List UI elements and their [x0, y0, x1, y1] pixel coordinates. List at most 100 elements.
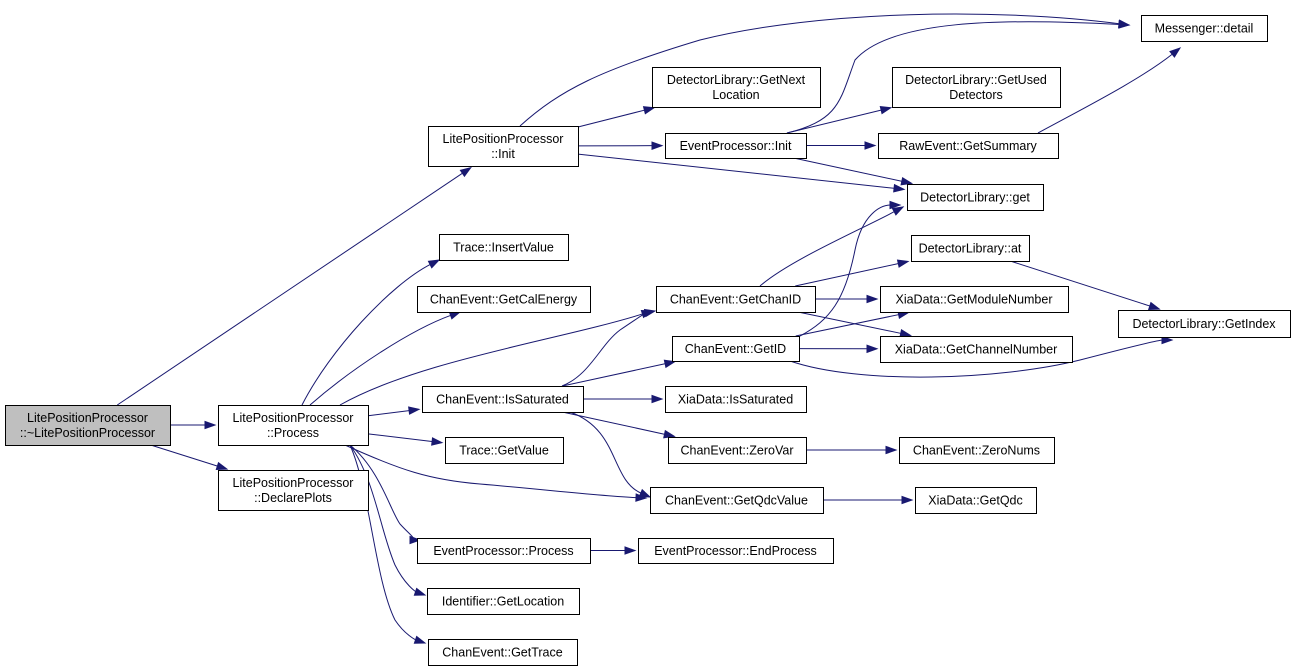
node-box — [915, 487, 1037, 514]
node-label-line: XiaData::IsSaturated — [678, 393, 793, 407]
node-dl_get[interactable]: DetectorLibrary::get — [907, 184, 1044, 211]
edge-arrowhead — [899, 329, 912, 338]
edge-arrowhead — [866, 344, 879, 354]
node-box — [1141, 15, 1268, 42]
edge-arrowhead — [408, 406, 421, 415]
edge-root-to-lpp_process — [170, 420, 217, 430]
node-ep_process[interactable]: EventProcessor::Process — [417, 538, 591, 564]
edge-line — [786, 21, 1121, 134]
node-label-line: ChanEvent::GetCalEnergy — [430, 293, 578, 307]
node-ep_init[interactable]: EventProcessor::Init — [665, 133, 807, 159]
edge-arrowhead — [651, 394, 664, 404]
node-ce_zerovar[interactable]: ChanEvent::ZeroVar — [668, 437, 807, 464]
node-box — [1118, 310, 1291, 338]
node-box — [907, 184, 1044, 211]
node-label-line: ChanEvent::GetID — [685, 342, 786, 356]
edge-root-to-lpp_declare — [150, 444, 229, 471]
edge-line — [367, 433, 434, 443]
edge-arrowhead — [1118, 20, 1131, 29]
node-tr_insert[interactable]: Trace::InsertValue — [439, 234, 569, 261]
edge-arrowhead — [638, 488, 652, 498]
edge-line — [795, 313, 900, 337]
node-label-line: ChanEvent::GetChanID — [670, 293, 801, 307]
edge-line — [786, 109, 883, 134]
node-xia_qdc[interactable]: XiaData::GetQdc — [915, 487, 1037, 514]
node-ce_zeronums[interactable]: ChanEvent::ZeroNums — [899, 437, 1055, 464]
edge-arrowhead — [204, 420, 217, 430]
edge-lpp_process-to-tr_getvalue — [367, 433, 444, 446]
edge-line — [799, 204, 892, 337]
edge-ce_chanid-to-dl_get — [759, 206, 905, 287]
edge-arrowhead — [866, 294, 879, 304]
node-ce_qdc[interactable]: ChanEvent::GetQdcValue — [650, 487, 824, 514]
edge-ce_issat-to-ce_chanid — [561, 308, 657, 387]
node-box — [668, 437, 807, 464]
node-ce_chanid[interactable]: ChanEvent::GetChanID — [656, 286, 816, 313]
node-ce_getid[interactable]: ChanEvent::GetID — [672, 336, 800, 362]
node-label-line: Detectors — [949, 88, 1003, 102]
node-id_location[interactable]: Identifier::GetLocation — [427, 588, 580, 615]
node-label-line: ::Process — [267, 426, 319, 440]
node-ce_trace[interactable]: ChanEvent::GetTrace — [428, 639, 578, 666]
edge-line — [795, 262, 900, 287]
node-label-line: DetectorLibrary::GetIndex — [1132, 317, 1276, 331]
node-ce_issat[interactable]: ChanEvent::IsSaturated — [422, 386, 584, 413]
node-xia_module[interactable]: XiaData::GetModuleNumber — [880, 286, 1069, 313]
node-label-line: ::DeclarePlots — [254, 491, 332, 505]
node-msg_detail[interactable]: Messenger::detail — [1141, 15, 1268, 42]
node-box — [417, 538, 591, 564]
node-label-line: XiaData::GetModuleNumber — [895, 293, 1052, 307]
node-label-line: ::Init — [491, 147, 515, 161]
node-box — [911, 235, 1030, 262]
edge-lpp_process-to-ce_issat — [367, 406, 421, 417]
node-label-line: Trace::InsertValue — [453, 241, 554, 255]
node-box — [218, 405, 369, 446]
node-xia_issat[interactable]: XiaData::IsSaturated — [665, 386, 807, 413]
edge-ce_getid-to-dl_get — [799, 200, 902, 337]
node-tr_getvalue[interactable]: Trace::GetValue — [445, 437, 564, 464]
node-ce_calenergy[interactable]: ChanEvent::GetCalEnergy — [417, 286, 591, 313]
edge-ce_chanid-to-xia_channel — [797, 311, 912, 338]
node-label-line: Trace::GetValue — [459, 444, 549, 458]
edge-line — [561, 312, 647, 387]
edge-line — [759, 210, 896, 287]
node-label-line: DetectorLibrary::GetUsed — [905, 73, 1047, 87]
node-label-line: XiaData::GetChannelNumber — [895, 343, 1058, 357]
edge-ce_qdc-to-xia_qdc — [823, 495, 914, 505]
node-label-line: LitePositionProcessor — [233, 411, 354, 425]
edge-ep_process-to-ep_end — [590, 546, 637, 555]
edge-lpp_init-to-dl_getnext — [577, 106, 656, 128]
node-box — [878, 133, 1059, 159]
node-label-line: LitePositionProcessor — [27, 411, 148, 425]
node-box — [428, 639, 578, 666]
node-ep_end[interactable]: EventProcessor::EndProcess — [638, 538, 834, 564]
node-raw_summary[interactable]: RawEvent::GetSummary — [878, 133, 1059, 159]
node-dl_getindex[interactable]: DetectorLibrary::GetIndex — [1118, 310, 1291, 338]
edge-arrowhead — [431, 437, 444, 446]
node-label-line: ChanEvent::IsSaturated — [436, 393, 569, 407]
node-box — [899, 437, 1055, 464]
edge-raw_summary-to-msg_detail — [1037, 47, 1182, 134]
edge-root-to-lpp_init — [117, 166, 472, 406]
node-box — [656, 286, 816, 313]
node-label-line: LitePositionProcessor — [443, 132, 564, 146]
node-root: LitePositionProcessor::~LitePositionProc… — [5, 405, 171, 446]
edge-arrowhead — [624, 546, 637, 555]
edge-ce_zerovar-to-ce_zeronums — [806, 445, 898, 455]
node-box — [672, 336, 800, 362]
node-xia_channel[interactable]: XiaData::GetChannelNumber — [880, 336, 1073, 363]
node-dl_at[interactable]: DetectorLibrary::at — [911, 235, 1030, 262]
node-lpp_process[interactable]: LitePositionProcessor::Process — [218, 405, 369, 446]
node-lpp_declare[interactable]: LitePositionProcessor::DeclarePlots — [218, 470, 369, 511]
edge-arrowhead — [215, 461, 229, 471]
edge-line — [577, 153, 896, 189]
edge-arrowhead — [885, 445, 898, 455]
node-lpp_init[interactable]: LitePositionProcessor::Init — [428, 126, 579, 167]
node-label-line: ChanEvent::GetQdcValue — [665, 494, 808, 508]
node-box — [422, 386, 584, 413]
edge-arrowhead — [889, 200, 902, 210]
node-box — [665, 133, 807, 159]
edge-lpp_process-to-id_location — [349, 444, 427, 596]
